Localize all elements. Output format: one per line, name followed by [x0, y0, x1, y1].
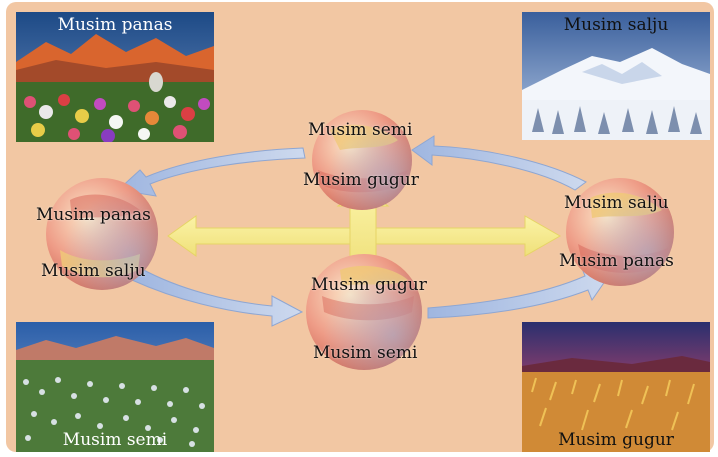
globe-left-upper-label: Musim panas	[36, 205, 151, 225]
photo-spring: Musim semi	[16, 322, 214, 452]
photo-summer-caption: Musim panas	[16, 15, 214, 35]
globe-bottom-lower-label: Musim semi	[313, 343, 417, 363]
photo-autumn: Musim gugur	[522, 322, 710, 452]
photo-winter: Musim salju	[522, 12, 710, 140]
photo-spring-caption: Musim semi	[16, 430, 214, 450]
globe-right-lower-label: Musim panas	[559, 251, 674, 271]
photo-winter-caption: Musim salju	[522, 15, 710, 35]
globe-bottom-upper-label: Musim gugur	[311, 275, 427, 295]
globe-top-upper-label: Musim semi	[308, 120, 412, 140]
globe-right-upper-label: Musim salju	[564, 193, 669, 213]
photo-summer: Musim panas	[16, 12, 214, 142]
globe-left-lower-label: Musim salju	[41, 261, 146, 281]
photo-autumn-caption: Musim gugur	[522, 430, 710, 450]
globe-top-lower-label: Musim gugur	[303, 170, 419, 190]
